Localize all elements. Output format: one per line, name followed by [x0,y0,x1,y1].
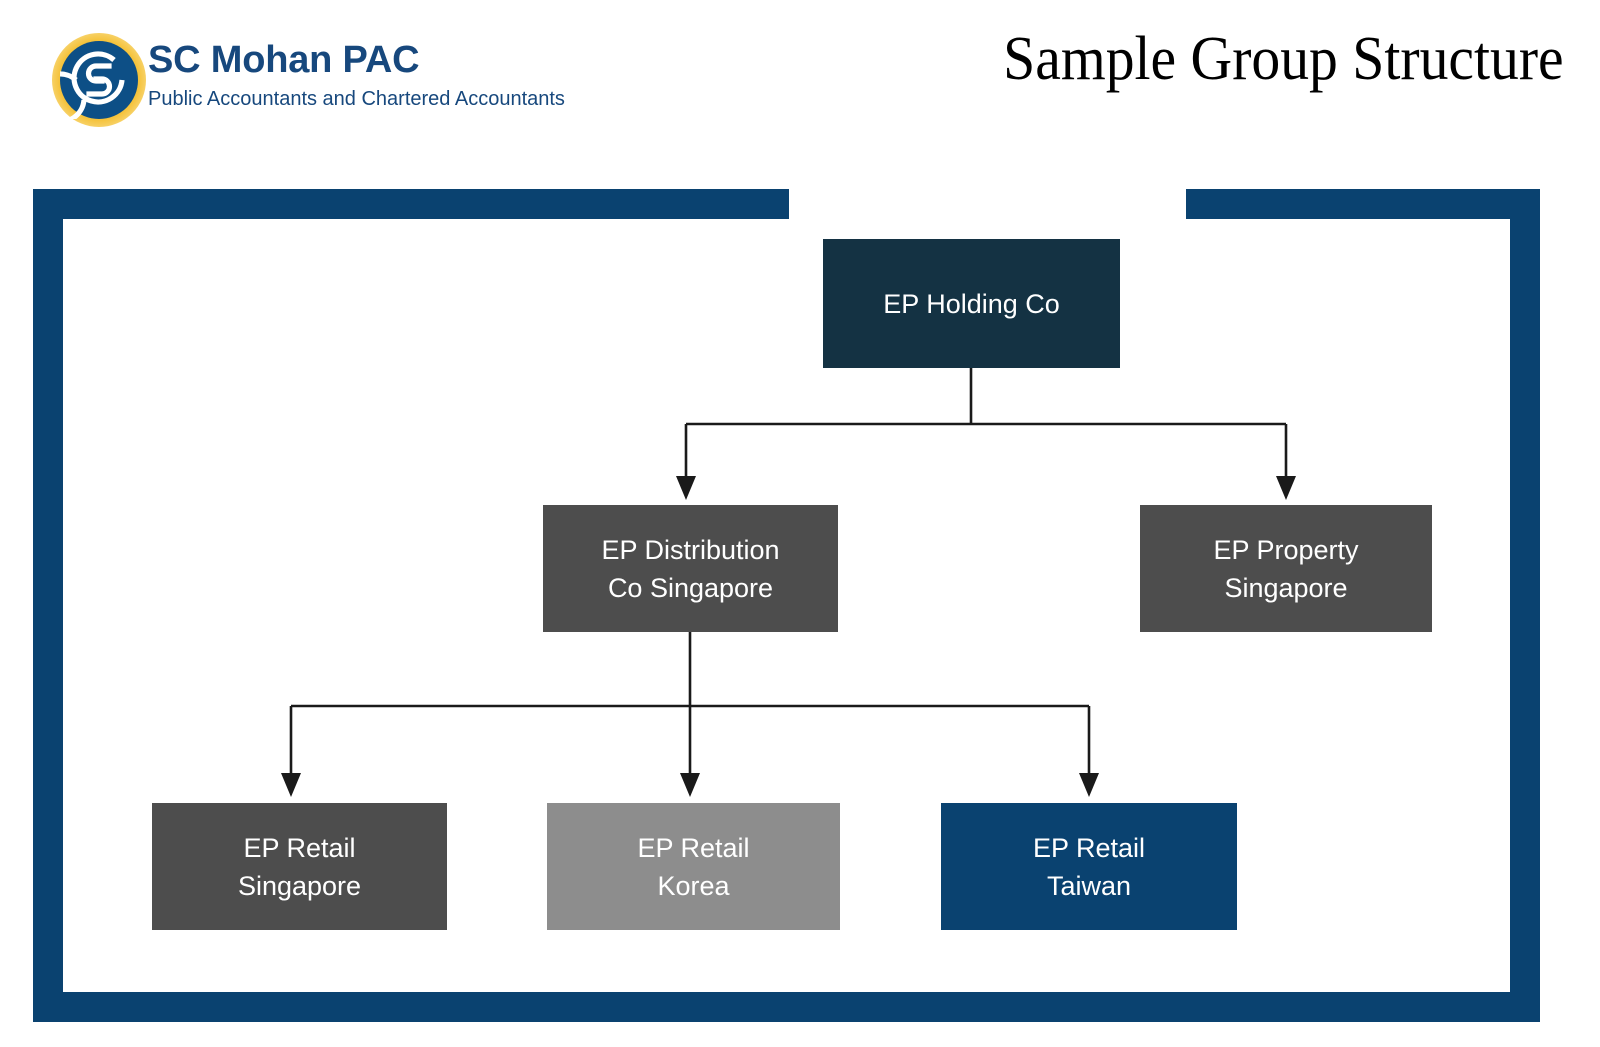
node-label-line1: EP Retail [243,832,356,863]
node-label-line2: Taiwan [1046,870,1132,901]
node-ep-retail-singapore[interactable]: EP Retail Singapore [152,803,447,930]
node-ep-holding-co[interactable]: EP Holding Co [823,239,1120,368]
node-label-line1: EP Distribution [601,534,780,565]
node-label-line2: Singapore [1224,572,1348,603]
node-ep-property-singapore[interactable]: EP Property Singapore [1140,505,1432,632]
frame-border-top-right [1186,189,1540,219]
frame-border-right [1510,189,1540,1022]
node-label-line2: Korea [657,870,730,901]
node-ep-distribution-co-singapore[interactable]: EP Distribution Co Singapore [543,505,838,632]
node-ep-retail-taiwan[interactable]: EP Retail Taiwan [941,803,1237,930]
logo-monogram-icon [60,51,125,119]
frame-border-bottom [33,992,1540,1022]
node-label-line1: EP Property [1213,534,1359,565]
content-frame [33,189,1540,1022]
page-title: Sample Group Structure [1003,25,1564,93]
company-logo [52,33,146,127]
brand-block: SC Mohan PAC Public Accountants and Char… [148,38,565,112]
brand-name: SC Mohan PAC [148,39,420,81]
page-header: SC Mohan PAC Public Accountants and Char… [0,0,1600,180]
frame-border-top-left [33,189,789,219]
node-label: EP Holding Co [883,288,1060,319]
node-ep-retail-korea[interactable]: EP Retail Korea [547,803,840,930]
node-label-line1: EP Retail [637,832,750,863]
frame-border-left [33,189,63,1022]
node-label-line1: EP Retail [1032,832,1146,863]
brand-tagline: Public Accountants and Chartered Account… [148,88,565,110]
node-label-line2: Singapore [237,870,362,901]
node-label-line2: Co Singapore [607,572,774,603]
